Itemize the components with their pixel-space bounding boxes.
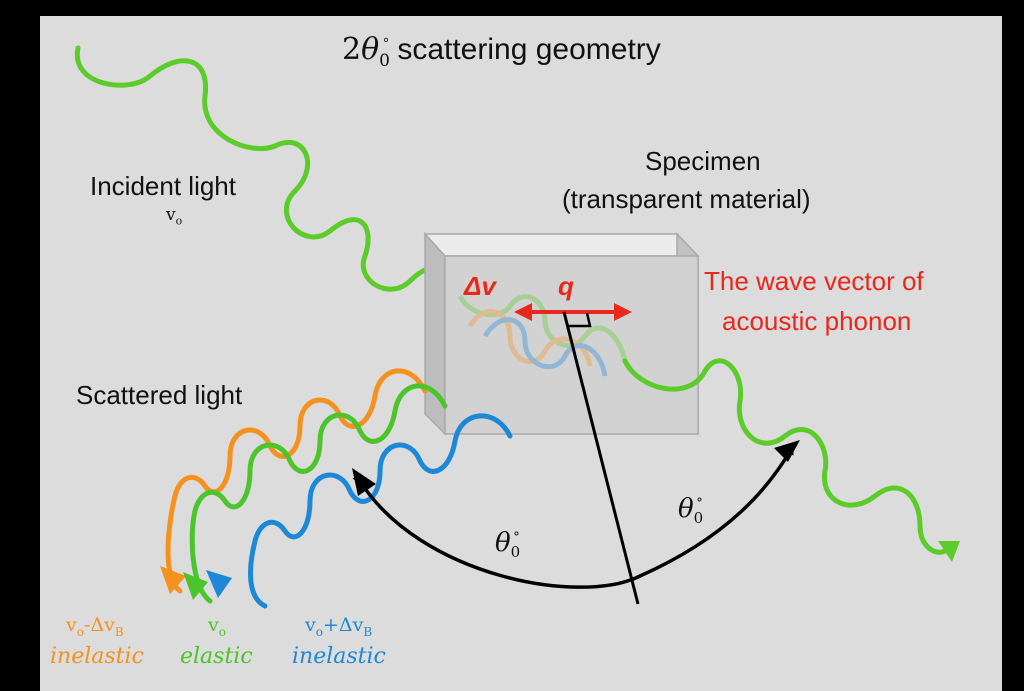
component-orange-type: inelastic (50, 644, 144, 669)
diagram-title: 2θ0° scattering geometry (342, 32, 661, 71)
incident-frequency-label: vo (166, 205, 183, 228)
transmitted-light-wave (622, 358, 948, 555)
specimen-label: Specimen (645, 146, 761, 176)
component-blue-type: inelastic (292, 644, 386, 669)
angle-arc-arrow-right (774, 440, 800, 462)
angle-arc-arrow-left (352, 468, 376, 496)
specimen-box (423, 232, 700, 436)
scattered-wave-blue (248, 413, 513, 609)
phonon-label-line2: acoustic phonon (722, 306, 912, 336)
transmitted-arrowhead (938, 541, 960, 562)
angle-label-right: θ0° (678, 494, 704, 528)
component-blue-frequency: vo+ΔvB (305, 614, 373, 639)
angle-arc (352, 444, 795, 589)
incident-light-wave (74, 45, 463, 299)
delta-v-label: Δv (464, 271, 496, 301)
incident-light-label: Incident light (90, 171, 236, 201)
scattered-light-label: Scattered light (76, 380, 243, 410)
scattered-wave-green (189, 383, 448, 604)
scattering-diagram (74, 45, 960, 609)
component-green-frequency: vo (208, 614, 226, 639)
phonon-vector-arrow (514, 303, 632, 321)
q-label: q (558, 271, 574, 301)
component-green-type: elastic (180, 644, 253, 669)
scattered-arrowhead-blue (206, 570, 232, 598)
right-angle-marker (567, 312, 592, 328)
component-orange-frequency: vo-ΔvB (66, 614, 124, 639)
diagram-canvas: 2θ0° scattering geometry Incident light … (40, 16, 1002, 691)
specimen-sublabel: (transparent material) (562, 184, 811, 214)
angle-label-left: θ0° (495, 528, 521, 562)
phonon-label-line1: The wave vector of (704, 266, 924, 296)
scattered-arrowhead-orange (160, 566, 186, 594)
scattered-arrowhead-green (183, 572, 208, 600)
